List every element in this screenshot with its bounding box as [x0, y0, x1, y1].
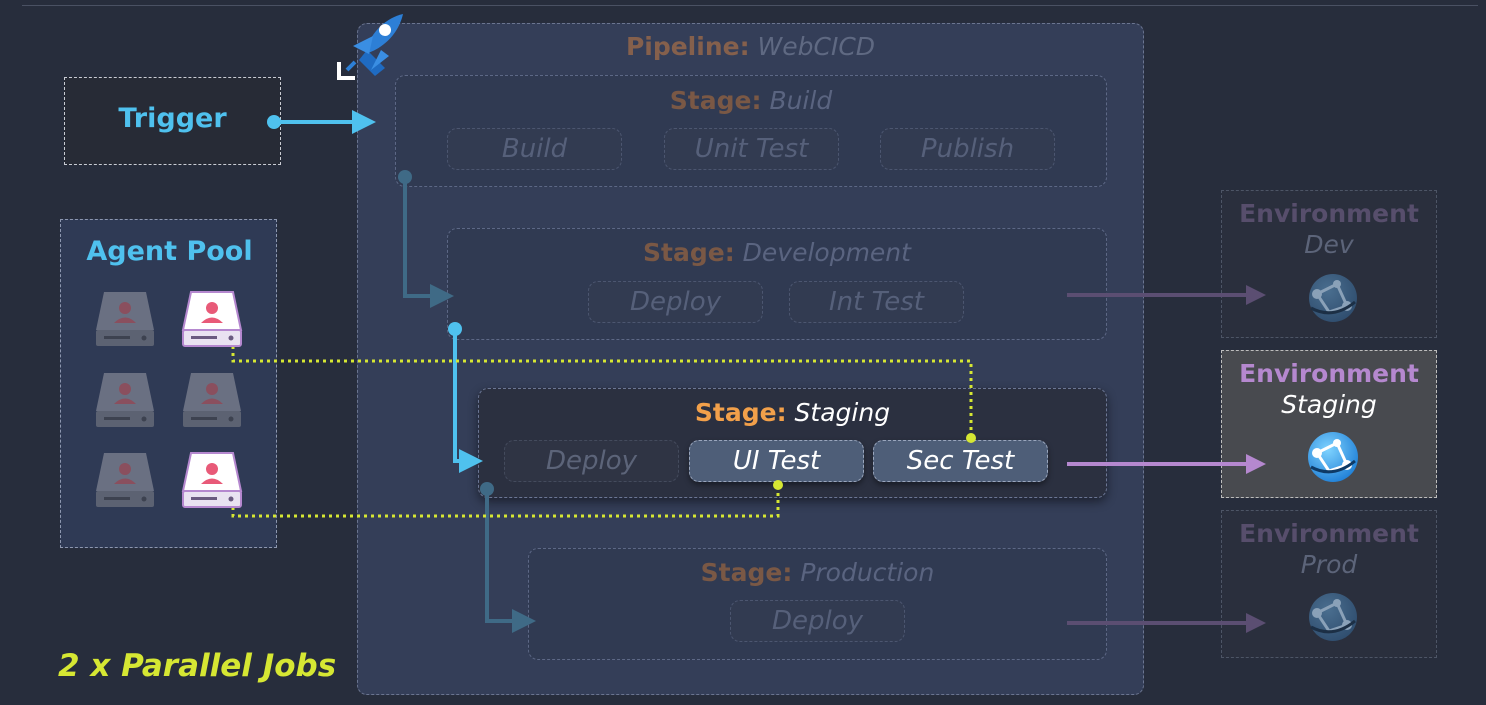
job-deploy-dev[interactable]: Deploy [588, 281, 763, 323]
job-build[interactable]: Build [447, 128, 622, 170]
job-deploy-prod[interactable]: Deploy [730, 600, 905, 642]
app-service-globe-icon [1309, 274, 1357, 322]
environment-name: Prod [1300, 550, 1358, 579]
app-service-globe-icon [1309, 593, 1357, 641]
trigger-arrow [267, 110, 376, 134]
agent-pool-title: Agent Pool [86, 236, 253, 267]
trigger-label: Trigger [118, 103, 227, 134]
agent-server-icon [96, 373, 154, 427]
stage-production-title: Stage: Production [528, 558, 1107, 587]
agent-server-icon [96, 292, 154, 346]
job-deploy-staging[interactable]: Deploy [504, 440, 679, 482]
job-int-test[interactable]: Int Test [789, 281, 964, 323]
environment-name: Dev [1304, 230, 1354, 259]
app-service-globe-icon [1308, 432, 1358, 482]
trigger-box[interactable]: Trigger [64, 77, 281, 165]
agent-server-icon-active [181, 452, 243, 508]
agent-server-icon [96, 453, 154, 507]
stage-build-title: Stage: Build [395, 86, 1107, 115]
job-sec-test[interactable]: Sec Test [873, 440, 1048, 482]
job-publish[interactable]: Publish [880, 128, 1055, 170]
pipeline-title: Pipeline: WebCICD [357, 32, 1144, 61]
connector-dev-staging [448, 322, 483, 473]
pipeline-label: Pipeline: [625, 32, 750, 61]
stage-name: Staging [794, 398, 891, 427]
stage-name: Development [742, 238, 911, 267]
stage-name: Build [769, 86, 833, 115]
pipeline-name: WebCICD [757, 32, 876, 61]
environment-label: Environment [1239, 519, 1419, 548]
environment-label: Environment [1239, 359, 1419, 388]
stage-label: Stage: [669, 86, 762, 115]
stage-label: Stage: [700, 558, 793, 587]
stage-development [447, 228, 1107, 340]
connector-staging-prod [480, 482, 536, 633]
stage-name: Production [800, 558, 935, 587]
stage-staging-title: Stage: Staging [478, 398, 1107, 427]
job-ui-test[interactable]: UI Test [689, 440, 864, 482]
environment-name: Staging [1281, 390, 1377, 419]
azure-pipelines-rocket-icon [337, 14, 403, 80]
agent-server-icon-active [181, 291, 243, 347]
stage-label: Stage: [643, 238, 735, 267]
parallel-jobs-caption: 2 x Parallel Jobs [58, 648, 337, 684]
stage-development-title: Stage: Development [447, 238, 1107, 267]
agent-server-icon [183, 373, 241, 427]
environment-label: Environment [1239, 199, 1419, 228]
parallel-link-ui-test [228, 480, 783, 518]
environment-prod[interactable]: Environment Prod [1221, 510, 1437, 658]
job-unit-test[interactable]: Unit Test [664, 128, 839, 170]
top-divider [22, 5, 1478, 6]
parallel-link-sec-test [228, 334, 976, 443]
stage-label: Stage: [694, 398, 787, 427]
connector-build-dev [398, 170, 454, 308]
